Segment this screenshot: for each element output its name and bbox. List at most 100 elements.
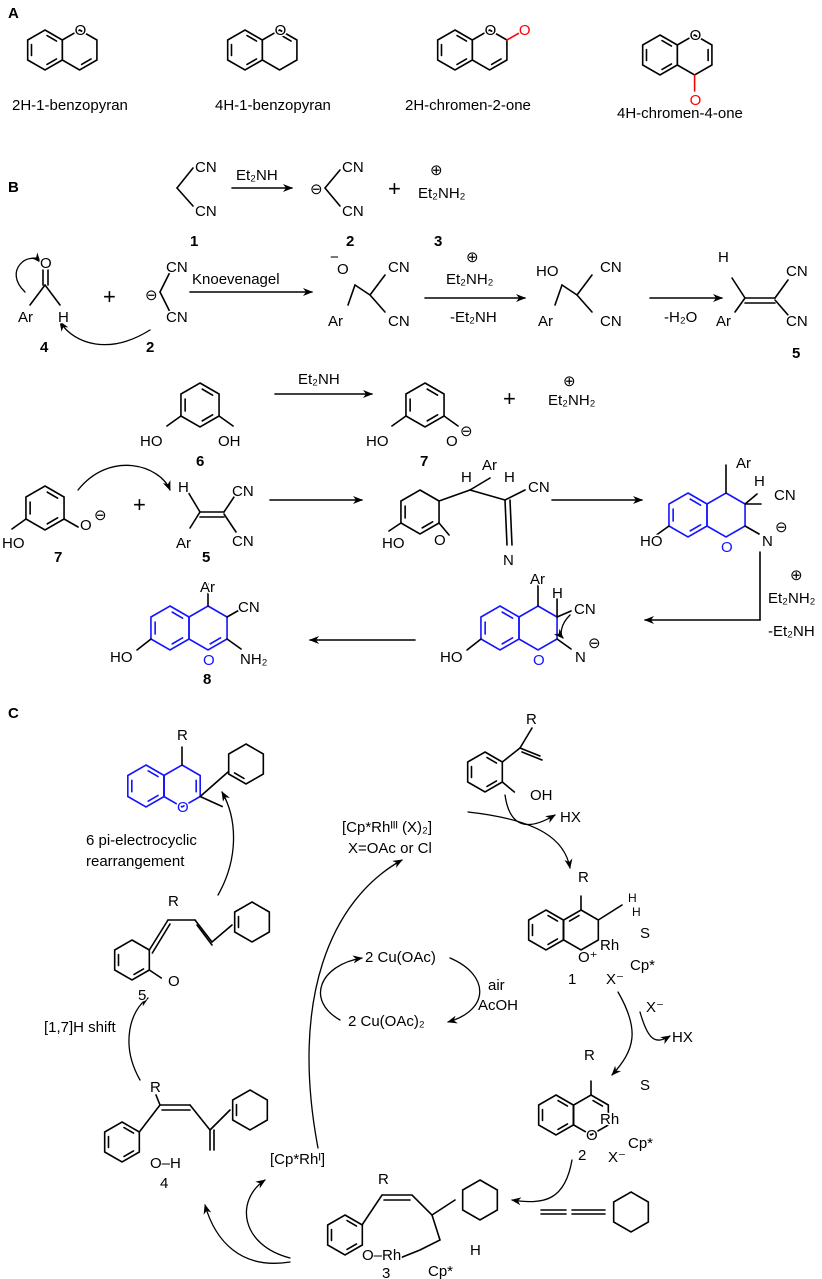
pyran-ring-highlight [518,605,558,651]
bond [194,919,213,943]
cycle-arrow [203,1204,291,1264]
double-bond [209,637,222,645]
cu-reduction-arrow [319,955,363,1021]
label: CN [342,159,364,176]
label: NH₂ [240,651,268,668]
hx-release-arrow [504,794,556,826]
phenoxide-ring [405,382,445,428]
carbonyl-oxygen: O [690,92,702,109]
label: ⊕ [466,249,479,266]
double-bond [46,517,59,525]
pyran-ring-highlight [706,492,746,538]
bond [159,291,171,313]
reagent-label: Et₂NH₂ [446,271,494,288]
electron-push-arrow [59,321,151,346]
double-bond [233,772,245,780]
label: H [552,585,563,602]
label: CN [388,259,410,276]
benzene-ring [326,1214,364,1256]
compound-name: 2H-chromen-2-one [405,97,531,114]
double-bond [486,780,498,788]
label: [Cp*Rhᴵ] [270,1151,325,1168]
rhodacycle-ring [562,909,600,951]
double-bond [80,58,92,66]
double-bond [201,388,214,396]
double-bond [246,34,258,42]
label: ⊕ [563,373,576,390]
bond [443,415,459,427]
label: 2 Cu(OAc)₂ [348,1013,425,1030]
bond [189,1104,211,1131]
double-bond [46,491,59,499]
bond [561,284,578,296]
label: O [40,255,52,272]
cycle-arrow [308,859,403,1149]
bond [501,781,516,793]
label: CN [574,601,596,618]
label: CN [786,313,808,330]
label: OH [218,433,241,450]
label: Ar [530,571,545,588]
double-bond [486,756,498,764]
reagent-label: -H₂O [664,309,697,326]
double-bond [346,1243,358,1251]
label: H [754,473,765,490]
bond [369,274,386,296]
pyran-ring-highlight [163,764,201,808]
cu-reoxidation-arrow [447,957,481,1024]
label: O [337,261,349,278]
bond [354,284,371,296]
rhodacycle-ring [572,1094,610,1136]
label: Cp* [428,1263,453,1279]
label: CN [232,533,254,550]
bond [519,747,541,757]
label: Ar [328,313,343,330]
bond [226,608,242,618]
compound-number: 7 [54,549,62,566]
cycle-arrow [245,1179,291,1259]
double-bond [46,34,58,42]
double-bond [501,637,514,645]
bond [469,489,506,501]
label: N [503,552,514,569]
label: Et₂NH₂ [418,185,466,202]
dienone-ring [113,939,151,981]
label: CN [195,159,217,176]
label: ⊖ [460,423,473,440]
label: HO [382,535,405,552]
bond [744,525,760,535]
label: X⁻ [646,999,664,1016]
label: ⊖ [145,287,158,304]
cycle-arrow [611,991,633,1076]
bond [159,271,171,293]
bond [138,1104,161,1133]
label: Rh [600,1111,619,1128]
bond [176,167,194,189]
double-bond [426,414,439,422]
compound-number: 5 [792,345,800,362]
bond [324,187,341,207]
label: R [578,869,589,886]
step-label: rearrangement [86,853,185,870]
bond [774,299,789,316]
label: R [526,711,537,728]
label: X⁻ [608,1149,626,1166]
double-bond [46,58,58,66]
label: H [58,309,69,326]
double-bond [661,39,673,47]
bond [176,187,194,207]
double-bond [123,1150,135,1158]
double-bond [346,1219,358,1227]
bond [556,610,572,618]
label: CN [238,599,260,616]
electron-push-arrow [15,252,41,293]
label: ⊖ [588,635,601,652]
reagent-label: Et₂NH [236,167,278,184]
reagent-label: Knoevenagel [192,271,280,288]
bond [431,1199,456,1216]
double-bond [147,770,159,778]
label: Cp* [628,1135,653,1152]
label: O [434,532,446,549]
carbonyl-oxygen: O [519,22,531,39]
